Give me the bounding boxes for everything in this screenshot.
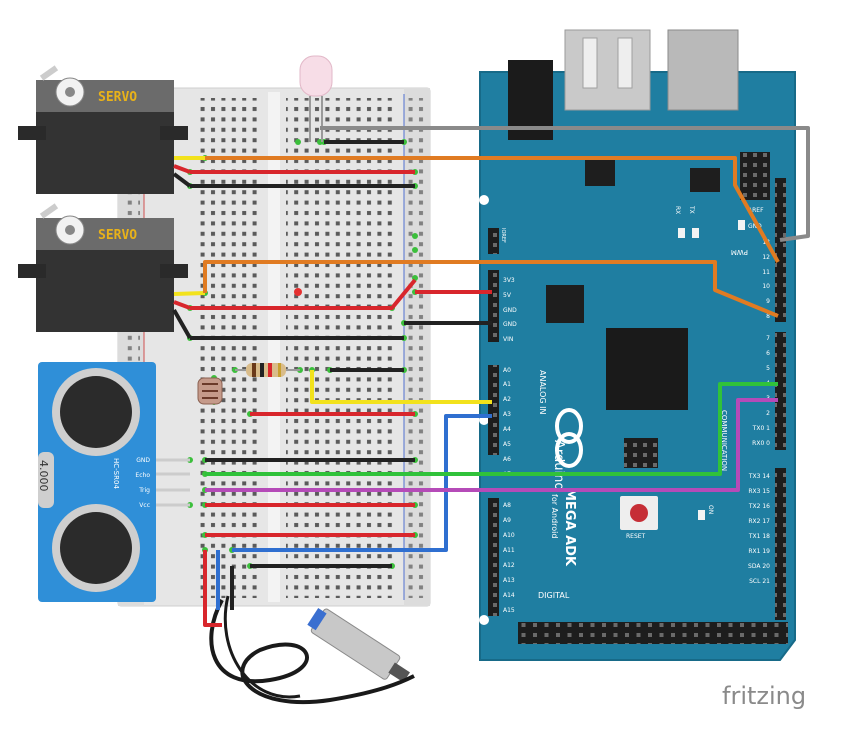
pin-label-a0: A0 xyxy=(503,367,511,374)
ultrasonic-pin-gnd: GND xyxy=(136,457,150,464)
pin-label-a5: A5 xyxy=(503,441,511,448)
communication-label: COMMUNICATION xyxy=(720,410,728,471)
board-labels: Arduino MEGA ADK for Android ANALOG IN P… xyxy=(500,205,770,614)
pwm-label: PWM xyxy=(731,248,748,256)
pin-label-tx3: TX3 14 xyxy=(748,473,770,480)
proximity-sensor xyxy=(209,595,415,705)
pin-label-a14: A14 xyxy=(503,592,515,599)
servo-top-label: SERVO xyxy=(98,90,137,105)
servo-top: SERVO xyxy=(18,65,188,194)
ultrasonic-pin-trig: Trig xyxy=(138,487,150,494)
pin-label-a8: A8 xyxy=(503,502,511,509)
pin-label-9: 9 xyxy=(766,298,770,305)
pin-label-7: 7 xyxy=(766,335,770,342)
ioref-label: IOREF xyxy=(500,228,506,243)
on-led-label: ON xyxy=(707,505,714,514)
led xyxy=(299,55,333,142)
pin-label-12: 12 xyxy=(762,254,770,261)
board-brand: Arduino xyxy=(551,440,566,490)
digital-label: DIGITAL xyxy=(538,591,570,600)
fritzing-watermark: fritzing xyxy=(722,682,806,710)
pin-label-5v: 5V xyxy=(503,292,512,299)
pin-label-vin: VIN xyxy=(503,336,513,343)
pin-label-10: 10 xyxy=(762,283,770,290)
wires xyxy=(190,126,810,627)
rx-led-label: RX xyxy=(674,206,681,214)
pin-label-tx2: TX2 16 xyxy=(748,503,770,510)
tx-led-label: TX xyxy=(688,205,695,214)
board-tagline: for Android xyxy=(550,494,559,538)
breadboard-marker xyxy=(294,288,302,296)
ultrasonic-sensor: 4.000 HC-SR04 GND Echo Trig Vcc xyxy=(37,362,190,602)
pin-label-tx0: TX0 1 xyxy=(752,425,771,432)
pin-label-3v3: 3V3 xyxy=(503,277,515,284)
pin-label-a15: A15 xyxy=(503,607,515,614)
pin-label-8: 8 xyxy=(766,313,770,320)
board-model: MEGA ADK xyxy=(562,488,577,567)
pin-label-a10: A10 xyxy=(503,532,515,539)
reset-label: RESET xyxy=(626,533,646,540)
pin-label-11: 11 xyxy=(762,269,770,276)
servo-bottom: SERVO xyxy=(18,203,188,332)
servo-leads xyxy=(172,156,206,339)
pin-label-gnd2: GND xyxy=(503,321,517,328)
pin-label-6: 6 xyxy=(766,350,770,357)
ultrasonic-pin-echo: Echo xyxy=(135,472,150,479)
pin-label-a13: A13 xyxy=(503,577,515,584)
pin-label-2: 2 xyxy=(766,410,770,417)
pin-label-5: 5 xyxy=(766,365,770,372)
pin-label-a1: A1 xyxy=(503,381,511,388)
comm-pin-labels: TX3 14 RX3 15 TX2 16 RX2 17 TX1 18 RX1 1… xyxy=(748,473,770,585)
pin-label-scl: SCL 21 xyxy=(749,578,770,585)
pin-label-gnd1: GND xyxy=(503,307,517,314)
resistor xyxy=(235,363,300,377)
ultrasonic-pin-vcc: Vcc xyxy=(139,502,150,509)
pin-label-rx3: RX3 15 xyxy=(748,488,770,495)
pin-label-a11: A11 xyxy=(503,547,515,554)
power-pin-labels: 3V3 5V GND GND VIN xyxy=(503,277,517,343)
pin-label-a2: A2 xyxy=(503,396,511,403)
analog-in-label: ANALOG IN xyxy=(538,370,547,415)
pin-label-tx1: TX1 18 xyxy=(748,533,770,540)
ultrasonic-crystal: 4.000 xyxy=(37,460,50,492)
pin-label-a12: A12 xyxy=(503,562,515,569)
servo-bottom-label: SERVO xyxy=(98,228,137,243)
pin-label-a9: A9 xyxy=(503,517,511,524)
pin-label-a6: A6 xyxy=(503,456,511,463)
aref-label: AREF xyxy=(748,207,764,214)
pin-label-sda: SDA 20 xyxy=(748,563,770,570)
pin-label-rx2: RX2 17 xyxy=(748,518,770,525)
photoresistor xyxy=(197,377,223,405)
pin-label-rx1: RX1 19 xyxy=(748,548,770,555)
pin-label-rx0: RX0 0 xyxy=(752,440,770,447)
pin-label-a3: A3 xyxy=(503,411,511,418)
arduino-board xyxy=(479,29,796,661)
pin-label-a4: A4 xyxy=(503,426,511,433)
gnd-top-label: GND xyxy=(748,223,762,230)
ultrasonic-model: HC-SR04 xyxy=(112,458,120,489)
